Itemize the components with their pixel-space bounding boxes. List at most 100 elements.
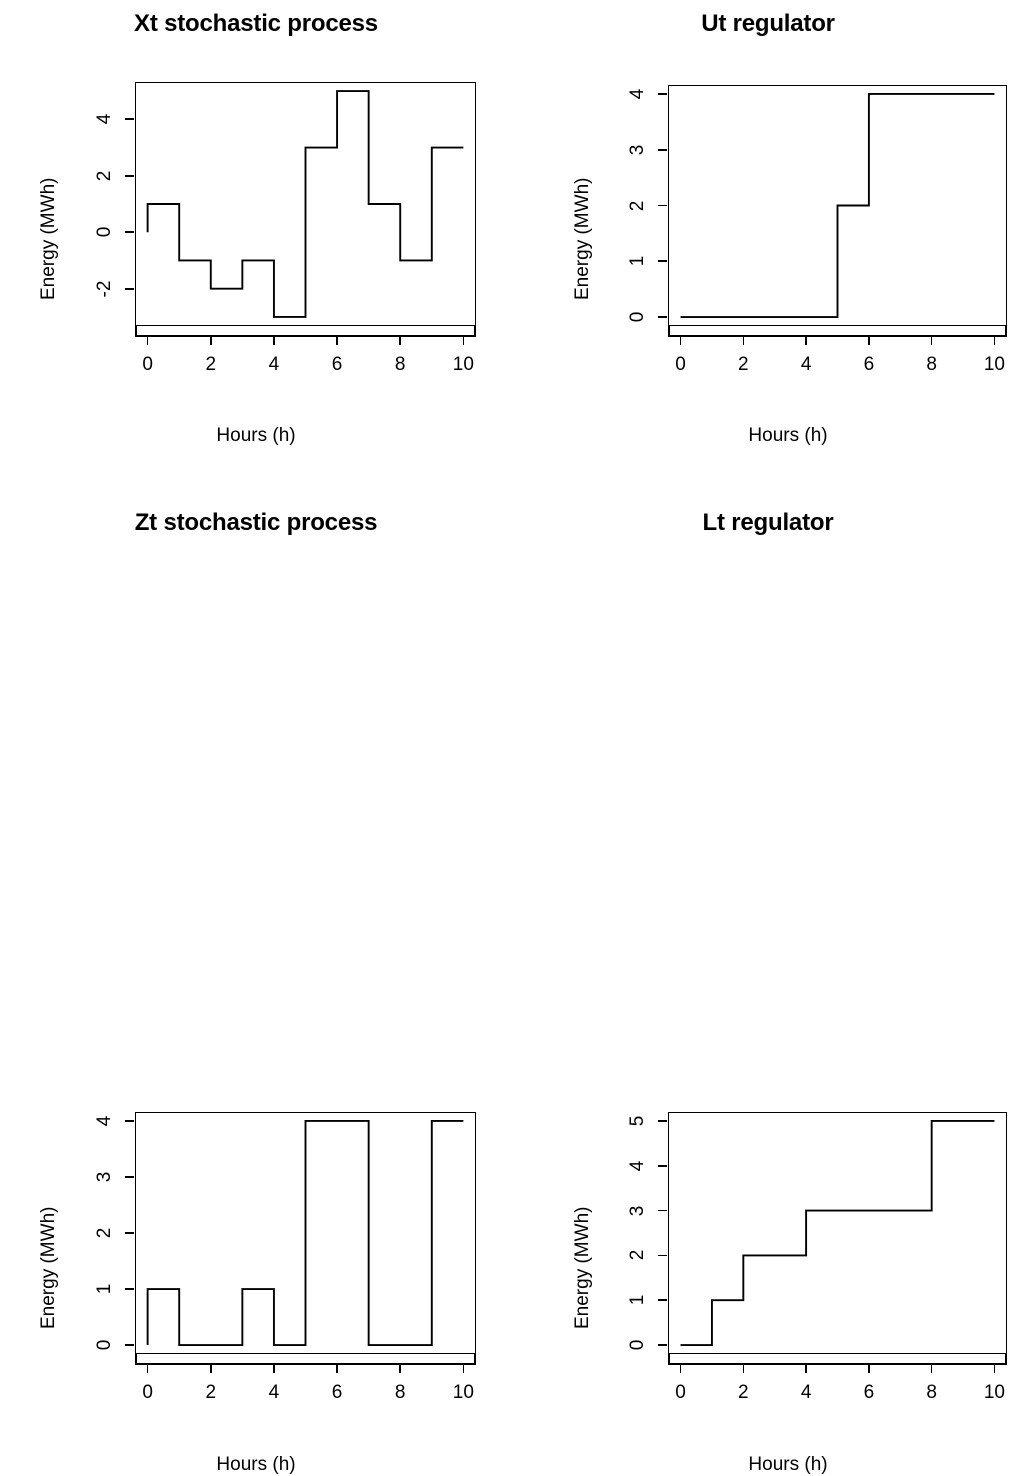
- y-tick-label-zt-2: 2: [94, 1227, 115, 1239]
- plot-frame-xt: [135, 82, 476, 326]
- x-tick-ut-5: [993, 336, 996, 345]
- x-tick-xt-0: [146, 336, 149, 345]
- x-tick-ut-1: [742, 336, 745, 345]
- y-tick-ut-0: [658, 316, 667, 318]
- y-tick-zt-4: [125, 1120, 134, 1122]
- y-tick-label-zt-0: 0: [94, 1339, 115, 1351]
- chart-title-zt: Zt stochastic process: [134, 509, 378, 536]
- panel-zt: Zt stochastic process Energy (MWh) Hours…: [0, 499, 512, 1475]
- x-axis-stub-right-xt: [474, 326, 476, 337]
- chart-title-xt: Xt stochastic process: [134, 10, 378, 37]
- x-tick-label-zt-4: 8: [394, 1382, 406, 1403]
- x-axis-label-ut: Hours (h): [748, 425, 828, 446]
- x-tick-xt-2: [273, 336, 275, 345]
- x-tick-lt-0: [679, 1364, 682, 1373]
- y-tick-label-lt-4: 4: [627, 1160, 648, 1172]
- x-tick-zt-4: [399, 1364, 402, 1373]
- y-tick-xt-0: [125, 287, 134, 290]
- x-tick-label-ut-2: 4: [800, 354, 812, 375]
- x-tick-zt-0: [146, 1364, 149, 1373]
- chart-title-lt: Lt regulator: [702, 509, 834, 536]
- x-tick-zt-1: [209, 1364, 212, 1373]
- x-tick-label-ut-3: 6: [863, 354, 875, 375]
- y-tick-label-lt-5: 5: [627, 1115, 648, 1127]
- x-tick-zt-3: [336, 1364, 338, 1373]
- x-tick-ut-4: [930, 336, 933, 345]
- x-tick-xt-3: [336, 336, 338, 345]
- y-tick-ut-4: [658, 93, 667, 95]
- chart-title-ut: Ut regulator: [701, 10, 835, 37]
- y-tick-label-lt-1: 1: [627, 1294, 648, 1306]
- x-tick-label-zt-5: 10: [452, 1382, 474, 1403]
- x-tick-ut-0: [679, 336, 682, 345]
- x-tick-lt-4: [930, 1364, 933, 1373]
- y-axis-label-zt: Energy (MWh): [38, 1206, 59, 1329]
- x-axis-stub-right-ut: [1005, 326, 1007, 337]
- y-tick-zt-2: [125, 1232, 134, 1234]
- y-tick-lt-0: [658, 1344, 667, 1346]
- panel-xt: Xt stochastic process Energy (MWh) Hours…: [0, 0, 512, 499]
- x-axis-label-zt: Hours (h): [216, 1454, 296, 1475]
- x-tick-label-lt-4: 8: [926, 1382, 937, 1403]
- x-tick-label-xt-0: 0: [142, 354, 153, 375]
- x-tick-lt-3: [868, 1364, 870, 1373]
- x-tick-xt-5: [462, 336, 465, 345]
- y-tick-xt-2: [125, 174, 134, 177]
- x-tick-zt-5: [462, 1364, 465, 1373]
- y-tick-label-lt-2: 2: [627, 1250, 648, 1261]
- series-xt: [146, 90, 464, 318]
- x-tick-lt-1: [742, 1364, 745, 1373]
- x-tick-label-zt-0: 0: [142, 1382, 153, 1403]
- y-tick-lt-5: [658, 1120, 667, 1122]
- y-tick-lt-4: [658, 1164, 667, 1167]
- x-tick-label-zt-3: 6: [331, 1382, 343, 1403]
- x-tick-ut-2: [805, 336, 807, 345]
- y-tick-ut-3: [658, 148, 667, 151]
- y-tick-zt-0: [125, 1344, 134, 1346]
- x-tick-lt-2: [805, 1364, 807, 1373]
- y-tick-xt-3: [125, 118, 134, 121]
- x-tick-label-lt-0: 0: [675, 1382, 686, 1403]
- x-axis-line-ut: [668, 335, 1007, 337]
- x-tick-label-xt-1: 2: [205, 354, 217, 375]
- series-lt: [680, 1120, 995, 1346]
- x-axis-line-lt: [668, 1363, 1007, 1365]
- x-tick-label-xt-5: 10: [452, 354, 474, 375]
- x-axis-label-xt: Hours (h): [216, 425, 296, 446]
- x-axis-line-xt: [135, 335, 476, 337]
- x-tick-label-xt-4: 8: [394, 354, 406, 375]
- x-tick-ut-3: [868, 336, 870, 345]
- x-tick-label-ut-5: 10: [983, 354, 1005, 375]
- x-axis-stub-left-ut: [668, 326, 670, 337]
- x-tick-label-lt-2: 4: [800, 1382, 812, 1403]
- y-tick-zt-3: [125, 1176, 134, 1178]
- x-tick-lt-5: [993, 1364, 996, 1373]
- series-ut: [680, 92, 995, 319]
- x-axis-stub-left-xt: [135, 326, 137, 337]
- y-tick-lt-2: [658, 1254, 667, 1257]
- x-tick-label-ut-1: 2: [738, 354, 749, 375]
- y-tick-label-zt-3: 3: [94, 1171, 115, 1183]
- x-tick-label-ut-4: 8: [926, 354, 937, 375]
- y-tick-ut-1: [658, 260, 667, 263]
- x-tick-xt-4: [399, 336, 402, 345]
- y-tick-label-zt-4: 4: [94, 1115, 115, 1127]
- x-tick-label-lt-3: 6: [863, 1382, 875, 1403]
- y-tick-xt-1: [125, 231, 134, 234]
- y-tick-label-zt-1: 1: [94, 1283, 115, 1295]
- series-path-ut: [680, 92, 995, 319]
- series-path-xt: [146, 90, 464, 318]
- x-axis-line-zt: [135, 1363, 476, 1365]
- y-tick-lt-1: [658, 1299, 667, 1302]
- y-tick-lt-3: [658, 1209, 667, 1212]
- x-tick-xt-1: [209, 336, 212, 345]
- x-tick-label-zt-1: 2: [205, 1382, 217, 1403]
- x-tick-label-xt-2: 4: [268, 354, 280, 375]
- x-tick-label-xt-3: 6: [331, 354, 343, 375]
- x-axis-label-lt: Hours (h): [748, 1454, 828, 1475]
- x-tick-label-lt-1: 2: [738, 1382, 749, 1403]
- x-tick-label-ut-0: 0: [675, 354, 686, 375]
